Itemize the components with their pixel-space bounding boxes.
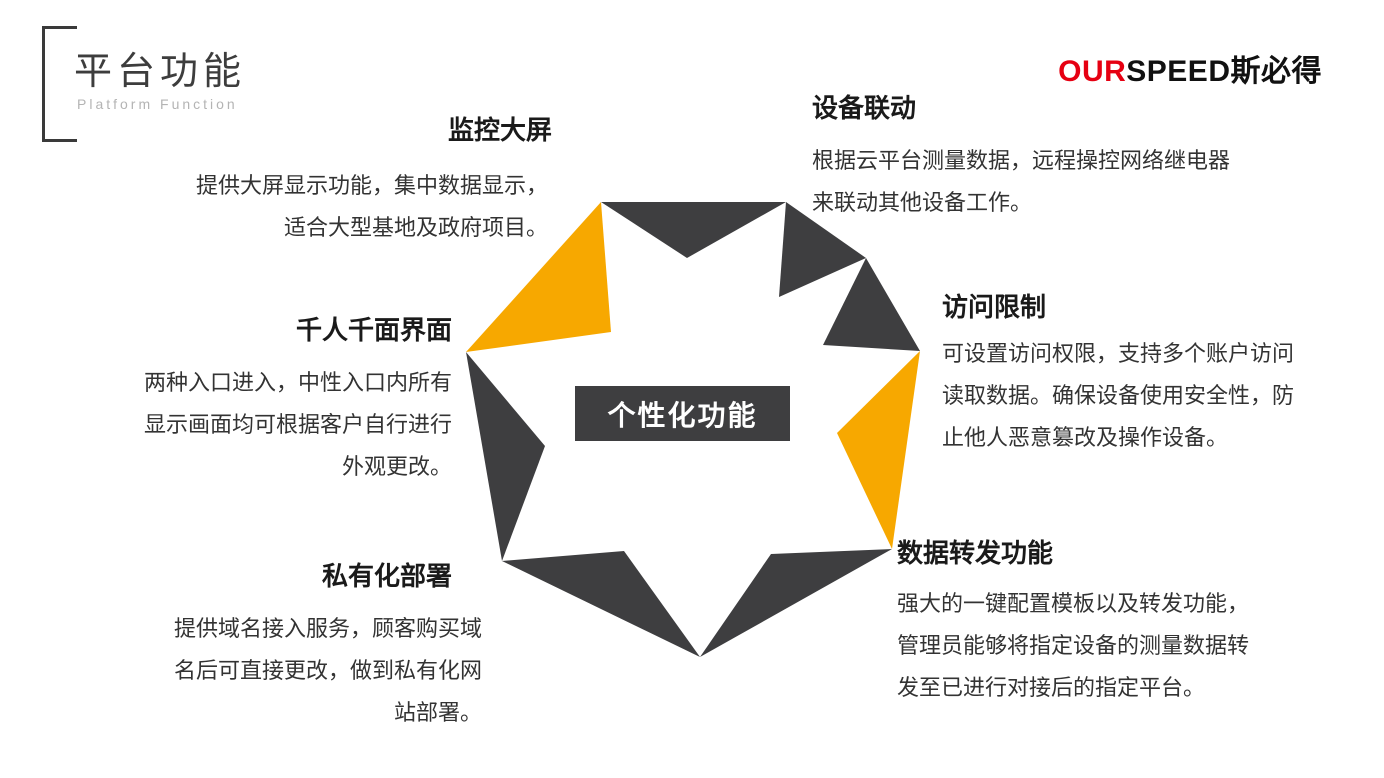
feature-line: 站部署。 (393, 700, 482, 725)
feature-line: 强大的一键配置模板以及转发功能， (897, 591, 1250, 616)
feature-line: 提供大屏显示功能，集中数据显示， (195, 173, 548, 198)
feature-data-forward-title: 数据转发功能 (897, 538, 1054, 568)
brand-logo: OURSPEED斯必得 (1058, 46, 1322, 90)
feature-monitor-screen-title: 监控大屏 (447, 115, 552, 145)
star-blade-top-icon (601, 202, 786, 258)
page-subtitle: Platform Function (77, 96, 238, 112)
feature-line: 两种入口进入，中性入口内所有 (143, 370, 452, 395)
star-blade-upper-right-1-icon (779, 202, 866, 297)
star-blade-left-icon (466, 352, 545, 561)
star-blade-right-icon (837, 351, 920, 549)
brand-logo-part1: OUR (1058, 55, 1127, 88)
feature-device-linkage-body: 根据云平台测量数据，远程操控网络继电器 来联动其他设备工作。 (812, 140, 1292, 224)
star-blade-upper-left-icon (466, 202, 611, 352)
star-blade-bottom-right-icon (700, 549, 892, 657)
feature-device-linkage-title: 设备联动 (812, 93, 917, 123)
feature-line: 外观更改。 (341, 454, 452, 479)
feature-access-limit-body: 可设置访问权限，支持多个账户访问 读取数据。确保设备使用安全性，防 止他人恶意篡… (942, 333, 1342, 459)
feature-line: 来联动其他设备工作。 (812, 190, 1033, 215)
feature-private-deploy-body: 提供域名接入服务，顾客购买域 名后可直接更改，做到私有化网 站部署。 (100, 608, 482, 734)
feature-private-deploy-title: 私有化部署 (321, 561, 452, 591)
feature-access-limit-title: 访问限制 (942, 292, 1047, 322)
feature-line: 名后可直接更改，做到私有化网 (173, 658, 482, 683)
feature-custom-interface-title: 千人千面界面 (295, 315, 452, 345)
feature-monitor-screen-body: 提供大屏显示功能，集中数据显示， 适合大型基地及政府项目。 (108, 165, 548, 249)
feature-custom-interface-body: 两种入口进入，中性入口内所有 显示画面均可根据客户自行进行 外观更改。 (70, 362, 452, 488)
feature-line: 显示画面均可根据客户自行进行 (143, 412, 452, 437)
star-blade-upper-right-2-icon (823, 258, 920, 351)
page-title: 平台功能 (74, 49, 247, 93)
feature-data-forward-body: 强大的一键配置模板以及转发功能， 管理员能够将指定设备的测量数据转 发至已进行对… (897, 583, 1337, 709)
feature-line: 根据云平台测量数据，远程操控网络继电器 (812, 148, 1231, 173)
feature-line: 适合大型基地及政府项目。 (283, 215, 548, 240)
feature-line: 读取数据。确保设备使用安全性，防 (942, 383, 1295, 408)
feature-line: 管理员能够将指定设备的测量数据转 (897, 633, 1250, 658)
feature-line: 提供域名接入服务，顾客购买域 (173, 616, 482, 641)
feature-line: 发至已进行对接后的指定平台。 (897, 675, 1206, 700)
center-label: 个性化功能 (575, 386, 790, 441)
title-bracket-icon (42, 26, 77, 142)
feature-line: 可设置访问权限，支持多个账户访问 (942, 341, 1295, 366)
star-blade-bottom-left-icon (502, 551, 700, 657)
brand-logo-part2: SPEED斯必得 (1126, 55, 1322, 88)
feature-line: 止他人恶意篡改及操作设备。 (942, 425, 1229, 450)
